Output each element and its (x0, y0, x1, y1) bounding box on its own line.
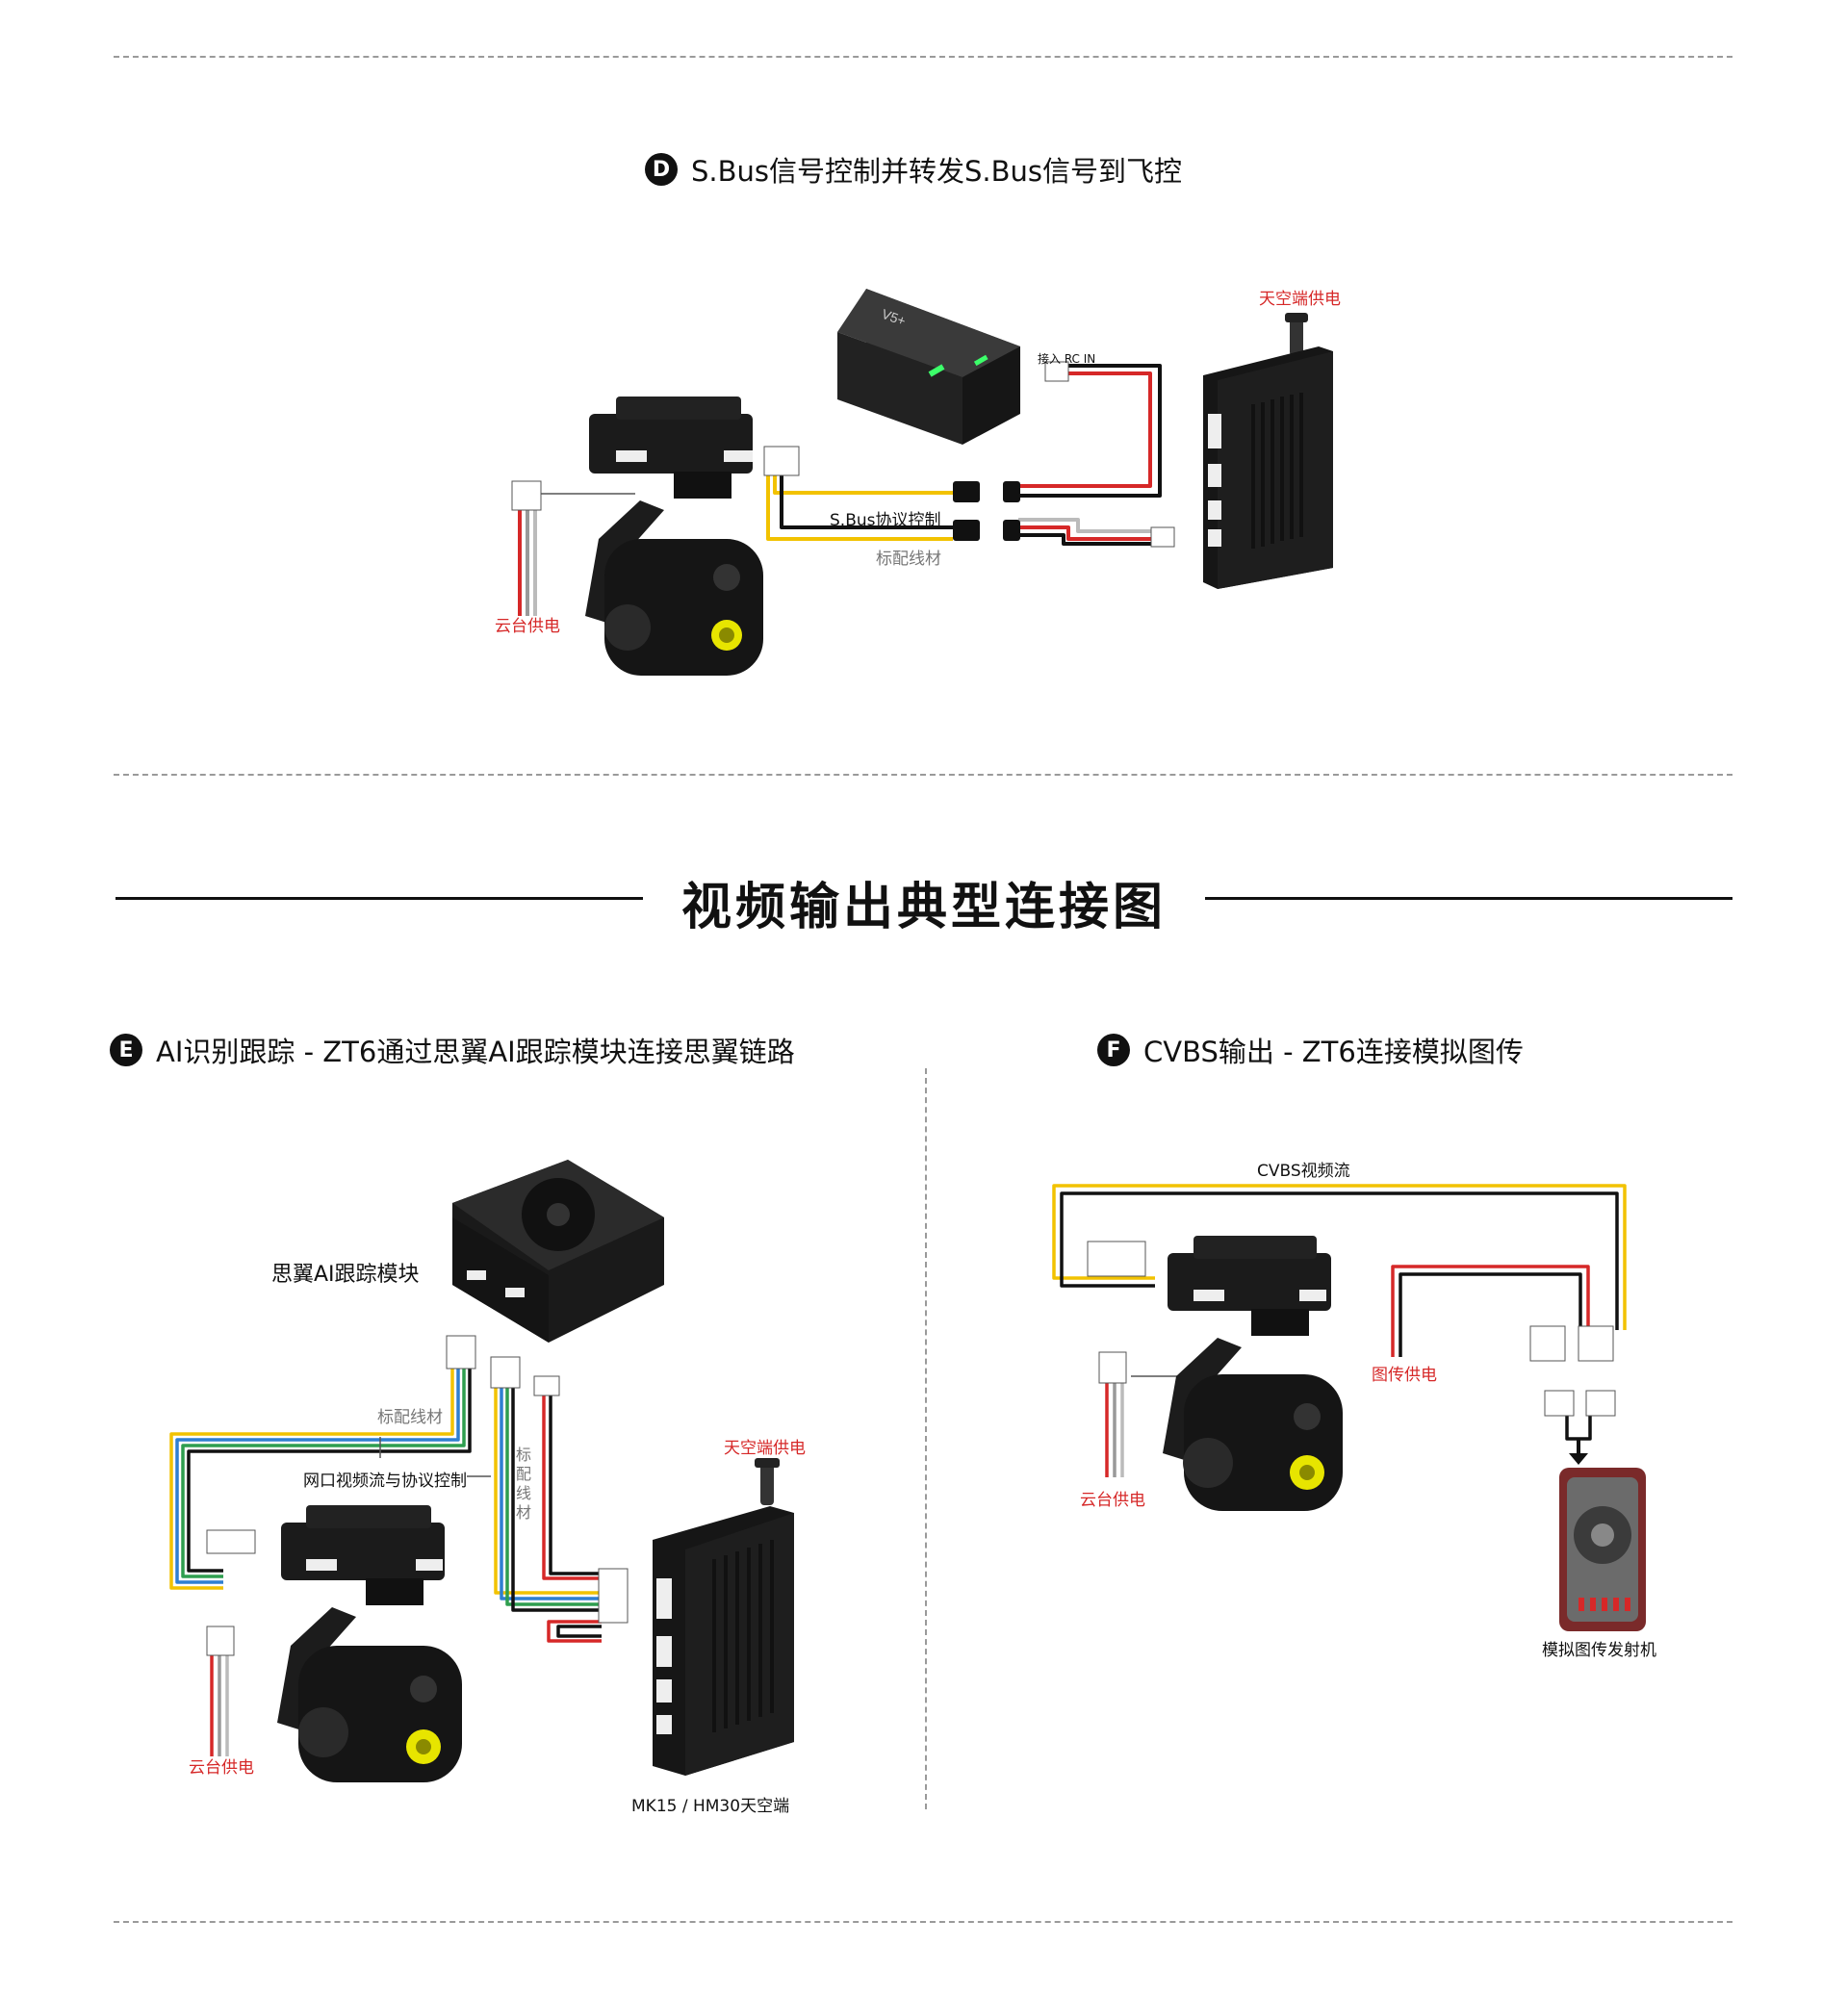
f-cvbs-stream-label: CVBS视频流 (1257, 1162, 1350, 1181)
f-vtx-power-label: 图传供电 (1372, 1366, 1437, 1385)
d-wire-black-a (780, 474, 953, 529)
d-air-unit (1203, 313, 1333, 589)
main-title: 视频输出典型连接图 (680, 879, 1167, 936)
e-air-power-label: 天空端供电 (724, 1439, 806, 1458)
d-wire-red-top (1018, 371, 1152, 488)
d-gimbal-power-label: 云台供电 (495, 617, 560, 636)
section-d-title: D S.Bus信号控制并转发S.Bus信号到飞控 (645, 149, 1182, 190)
e-gimbal-power-label: 云台供电 (189, 1758, 254, 1778)
d-wire-red-bot (1018, 525, 1155, 541)
title-rule-left (116, 897, 643, 900)
f-gimbal-camera (1163, 1236, 1343, 1511)
e-power-red (542, 1386, 602, 1580)
vertical-divider (925, 1068, 927, 1809)
d-wire-black-top (1018, 364, 1162, 498)
e-ai-module-label: 思翼AI跟踪模块 (271, 1263, 420, 1287)
e-gimbal-camera (277, 1505, 462, 1782)
section-f-title: F CVBS输出 - ZT6连接模拟图传 (1097, 1030, 1524, 1070)
section-f-badge: F (1097, 1034, 1130, 1066)
section-e-title: E AI识别跟踪 - ZT6通过思翼AI跟踪模块连接思翼链路 (110, 1030, 795, 1070)
f-cvbs-yellow (1052, 1184, 1627, 1330)
e-wire2-blue (500, 1371, 602, 1600)
e-connectors (206, 1335, 629, 1656)
e-wire-black (187, 1367, 472, 1573)
e-red-loop (547, 1620, 602, 1643)
f-vtx-label: 模拟图传发射机 (1542, 1641, 1656, 1660)
e-wire2-green (505, 1371, 602, 1606)
d-rc-in-label: 接入 RC IN (1038, 352, 1096, 366)
section-e-badge: E (110, 1034, 142, 1066)
f-gimbal-power-label: 云台供电 (1080, 1491, 1145, 1510)
d-wire-white-bot (1018, 518, 1155, 533)
section-d-title-text: S.Bus信号控制并转发S.Bus信号到飞控 (691, 155, 1183, 188)
d-air-power-label: 天空端供电 (1259, 290, 1341, 309)
d-gimbal-camera (585, 397, 763, 676)
e-black-loop (556, 1625, 602, 1638)
f-connectors (1087, 1241, 1616, 1417)
f-vtx-power-red (1391, 1265, 1590, 1357)
bottom-divider (114, 1921, 1732, 1923)
e-wire-blue (175, 1367, 460, 1584)
section-d-badge: D (645, 153, 678, 186)
e-air-unit (653, 1458, 794, 1776)
f-arrow-head (1569, 1453, 1588, 1465)
f-vtx-power-black (1399, 1272, 1582, 1357)
e-net-stream-label: 网口视频流与协议控制 (303, 1472, 467, 1491)
e-wire-yellow (169, 1367, 454, 1590)
d-wire-yellow-b (766, 474, 953, 541)
section-e-title-text: AI识别跟踪 - ZT6通过思翼AI跟踪模块连接思翼链路 (156, 1036, 795, 1068)
d-std-cable-label: 标配线材 (876, 550, 941, 569)
d-wire-yellow-a (773, 474, 953, 495)
e-std-cable-vertical-label: 标配线材 (516, 1446, 532, 1522)
d-flight-controller: V5+ (837, 289, 1020, 445)
d-connectors (511, 361, 1175, 548)
e-power-black (549, 1386, 602, 1575)
top-divider (114, 56, 1732, 58)
e-wire-green (181, 1367, 466, 1578)
f-merge (1565, 1415, 1592, 1441)
section-f-title-text: CVBS输出 - ZT6连接模拟图传 (1143, 1036, 1524, 1068)
e-ai-tracking-module (452, 1160, 664, 1343)
d-wire-black-bot (1018, 533, 1155, 546)
e-std-cable-top-label: 标配线材 (377, 1408, 443, 1427)
e-air-unit-label: MK15 / HM30天空端 (631, 1797, 790, 1816)
d-sbus-ctrl-label: S.Bus协议控制 (830, 511, 941, 530)
e-wire2-yellow (494, 1371, 602, 1595)
title-rule-right (1205, 897, 1732, 900)
e-wire2-black (511, 1371, 602, 1612)
f-cvbs-black (1060, 1191, 1619, 1330)
middle-divider (114, 774, 1732, 776)
f-analog-vtx (1559, 1468, 1646, 1631)
